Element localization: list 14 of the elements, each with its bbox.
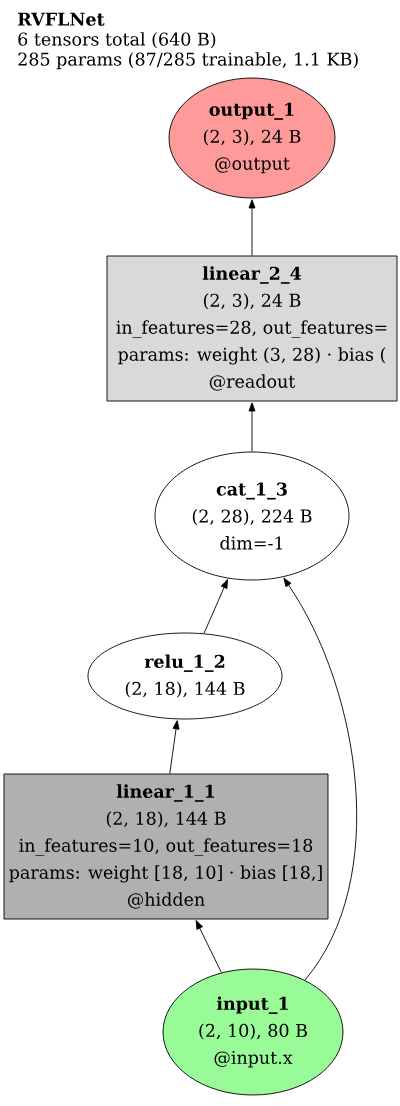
summary-text: 6 tensors total (640 B)	[18, 32, 216, 49]
rectangle-node: linear_1_1 (2, 18), 144 B in_features=10, out_features=18 params: weight [18, 10] · bias [18,] @hidden	[3, 773, 329, 920]
ellipse-node: output_1 (2, 3), 24 B @output	[168, 77, 336, 199]
arrow	[248, 402, 256, 452]
ellipse-node: input_1 (2, 10), 80 B @input.x	[162, 968, 344, 1096]
ellipse-node: cat_1_3 (2, 28), 224 B dim=-1	[154, 451, 350, 581]
arrow	[169, 720, 180, 774]
arrow	[203, 579, 228, 634]
rectangle-node: linear_2_4 (2, 3), 24 B in_features=28, out_features= params: weight (3, 28) · bias ( @readout	[106, 255, 398, 402]
arrow	[248, 199, 256, 256]
curved-arrow	[283, 577, 358, 981]
ellipse-node: relu_1_2 (2, 18), 144 B	[87, 632, 283, 720]
arrow	[195, 920, 222, 973]
diagram-title: RVFLNet	[18, 12, 105, 26]
